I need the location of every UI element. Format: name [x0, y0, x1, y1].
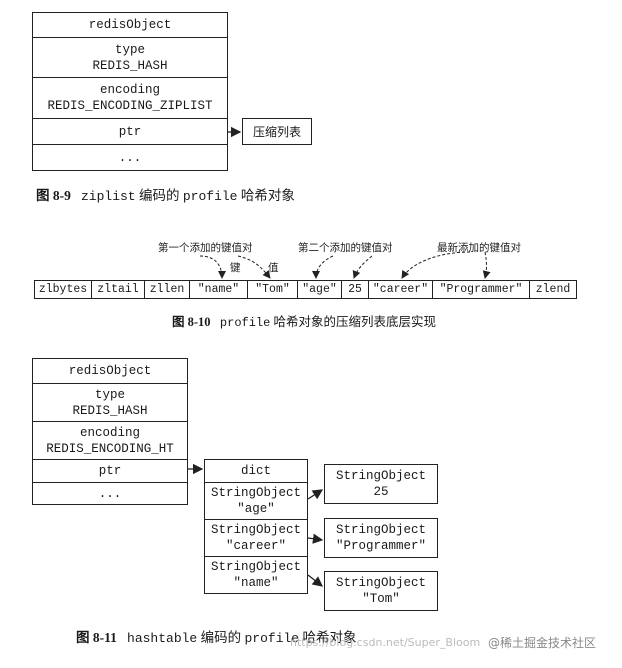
dict-entry-type: StringObject	[210, 486, 301, 500]
fig9-encoding-label: encoding	[99, 83, 160, 97]
age-value-arrow	[307, 489, 324, 500]
latest-pair-arrow-2	[482, 251, 491, 279]
fig9-encoding-field: encoding REDIS_ENCODING_ZIPLIST	[32, 77, 228, 119]
dict-entry-key: "name"	[233, 576, 279, 590]
latest-pair-arrow	[401, 251, 471, 279]
cell-text: "Programmer"	[439, 283, 523, 296]
dict-entry-age: StringObject "age"	[204, 482, 308, 520]
ziplist-cell-zllen: zllen	[144, 280, 190, 299]
fig11-ellipsis-field: ...	[32, 482, 188, 505]
value-content: "Programmer"	[335, 539, 426, 553]
cell-text: zltail	[97, 283, 139, 296]
ziplist-cell-programmer: "Programmer"	[432, 280, 530, 299]
ziplist-cell-tom: "Tom"	[247, 280, 298, 299]
ziplist-cell-25: 25	[341, 280, 369, 299]
value-content: "Tom"	[362, 592, 400, 606]
fig11-caption-end: 哈希对象	[299, 630, 357, 645]
cell-text: "career"	[372, 283, 429, 296]
cell-text: zllen	[149, 283, 185, 296]
fig11-caption: 图 8-11 hashtable 编码的 profile 哈希对象	[76, 626, 356, 646]
career-value-arrow	[307, 533, 324, 544]
cell-text: "age"	[302, 283, 337, 296]
dict-header-text: dict	[240, 464, 271, 478]
fig11-encoding-label: encoding	[79, 425, 140, 440]
fig9-caption-code: ziplist	[81, 189, 136, 204]
cell-text: zlend	[535, 283, 571, 296]
latest-pair-label: 最新添加的键值对	[437, 242, 521, 254]
fig9-type-field: type REDIS_HASH	[32, 37, 228, 78]
fig11-type-value: REDIS_HASH	[72, 403, 148, 418]
cell-text: 25	[348, 283, 362, 296]
value-type: StringObject	[335, 576, 426, 590]
fig11-ptr-label: ptr	[98, 464, 122, 478]
fig9-header-text: redisObject	[88, 18, 172, 32]
dict-entry-career: StringObject "career"	[204, 519, 308, 557]
fig11-caption-code: hashtable	[127, 631, 198, 646]
fig11-caption-mid: 编码的	[197, 630, 245, 645]
fig11-encoding-value: REDIS_ENCODING_HT	[46, 441, 174, 456]
ziplist-cell-name: "name"	[189, 280, 248, 299]
fig10-caption-code: profile	[219, 316, 271, 330]
fig11-encoding-field: encoding REDIS_ENCODING_HT	[32, 421, 188, 460]
fig11-header-text: redisObject	[68, 364, 152, 378]
cell-text: "name"	[197, 283, 240, 296]
value-content: 25	[373, 485, 389, 499]
fig9-encoding-value: REDIS_ENCODING_ZIPLIST	[47, 99, 213, 113]
key-label: 键	[230, 262, 241, 274]
fig11-ellipsis: ...	[98, 486, 122, 501]
cell-text: "Tom"	[255, 283, 290, 296]
first-pair-arrow-2	[237, 255, 271, 279]
value-object-25: StringObject 25	[324, 464, 438, 504]
fig11-type-field: type REDIS_HASH	[32, 383, 188, 422]
fig9-caption-code2: profile	[182, 189, 238, 204]
first-pair-arrow	[199, 255, 226, 279]
dict-entry-key: "career"	[225, 539, 286, 553]
dict-entry-type: StringObject	[210, 560, 301, 574]
fig9-caption-mid: 编码的	[135, 188, 183, 203]
first-pair-label: 第一个添加的键值对	[158, 242, 253, 254]
fig9-ptr-label: ptr	[118, 124, 142, 139]
fig9-caption-end: 哈希对象	[237, 188, 295, 203]
ziplist-label: 压缩列表	[252, 124, 301, 139]
value-type: StringObject	[335, 523, 426, 537]
ziplist-cell-career: "career"	[368, 280, 433, 299]
second-pair-arrow	[312, 255, 334, 279]
fig9-ellipsis-field: ...	[32, 144, 228, 171]
fig10-caption: 图 8-10 profile 哈希对象的压缩列表底层实现	[172, 311, 436, 330]
fig11-ptr-field: ptr	[32, 459, 188, 483]
watermark-url: https://blog.csdn.net/Super_Bloom	[290, 636, 481, 649]
second-pair-arrow-2	[352, 255, 373, 279]
name-value-arrow	[307, 574, 324, 587]
fig9-caption-number: 图 8-9	[36, 188, 71, 203]
fig9-type-value: REDIS_HASH	[92, 58, 168, 73]
fig9-ellipsis: ...	[118, 150, 142, 165]
fig11-caption-code2: profile	[244, 631, 300, 646]
ziplist-cell-zlbytes: zlbytes	[34, 280, 92, 299]
fig9-ptr-field: ptr	[32, 118, 228, 145]
dict-header: dict	[204, 459, 308, 483]
dict-entry-name: StringObject "name"	[204, 556, 308, 594]
value-object-tom: StringObject "Tom"	[324, 571, 438, 611]
ziplist-cell-zltail: zltail	[91, 280, 145, 299]
cell-text: zlbytes	[38, 283, 88, 296]
ziplist-box: 压缩列表	[242, 118, 312, 145]
fig9-header: redisObject	[32, 12, 228, 38]
value-label: 值	[268, 262, 279, 274]
value-object-programmer: StringObject "Programmer"	[324, 518, 438, 558]
fig9-caption: 图 8-9 ziplist 编码的 profile 哈希对象	[36, 184, 295, 204]
fig10-caption-number: 图 8-10	[172, 315, 211, 329]
site-logo[interactable]: @稀土掘金技术社区	[488, 636, 597, 650]
ziplist-cell-zlend: zlend	[529, 280, 577, 299]
fig11-type-label: type	[94, 387, 125, 402]
dict-entry-type: StringObject	[210, 523, 301, 537]
fig9-type-label: type	[114, 42, 145, 57]
ziplist-cell-age: "age"	[297, 280, 342, 299]
fig11-header: redisObject	[32, 358, 188, 384]
fig10-caption-end: 哈希对象的压缩列表底层实现	[270, 315, 436, 329]
second-pair-label: 第二个添加的键值对	[298, 242, 393, 254]
fig11-caption-number: 图 8-11	[76, 630, 117, 645]
value-type: StringObject	[335, 469, 426, 483]
dict-entry-key: "age"	[237, 502, 275, 516]
